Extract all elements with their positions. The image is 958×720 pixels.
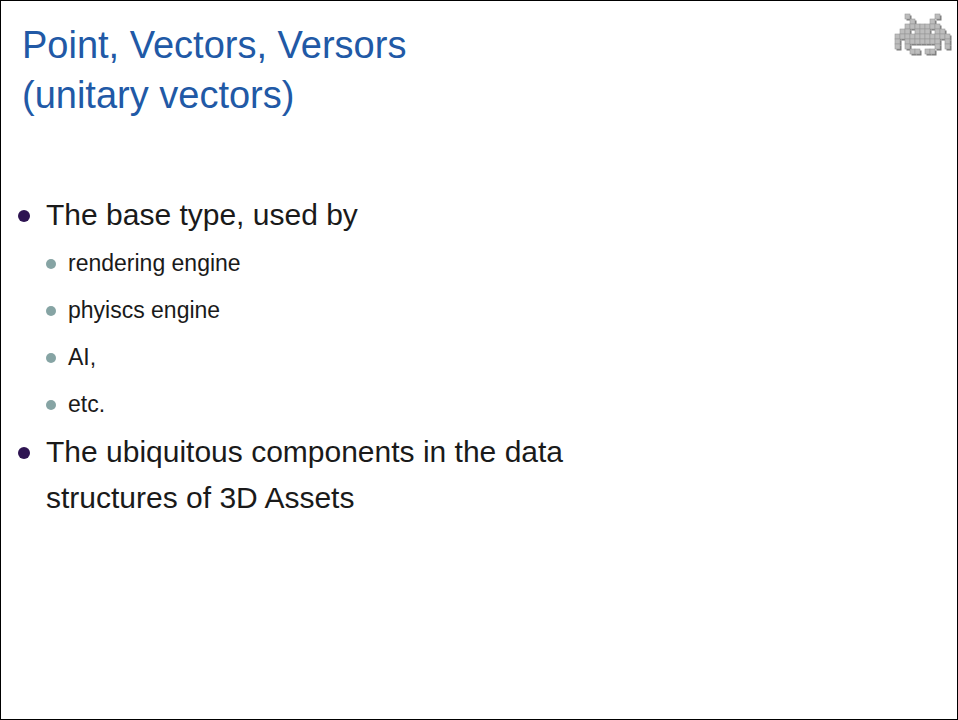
pixel-block xyxy=(905,39,910,44)
pixel-block xyxy=(930,19,935,24)
pixel-block xyxy=(935,44,940,49)
pixel-block xyxy=(930,49,935,54)
sub-bullet-text: rendering engine xyxy=(68,249,888,277)
pixel-block xyxy=(935,24,940,29)
pixel-block xyxy=(935,29,940,34)
sub-bullet-text: AI, xyxy=(68,343,888,371)
pixel-block xyxy=(905,14,910,19)
pixel-block xyxy=(930,34,935,39)
pixel-block xyxy=(895,34,900,39)
pixel-block xyxy=(920,39,925,44)
bullet-dot xyxy=(18,210,30,222)
pixel-block xyxy=(905,24,910,29)
bullet-text: The ubiquitous components in the data st… xyxy=(46,429,646,521)
pixel-block xyxy=(920,29,925,34)
pixel-block xyxy=(905,34,910,39)
bullet-dot xyxy=(46,306,56,316)
pixel-block xyxy=(940,29,945,34)
bullet-dot xyxy=(46,353,56,363)
sub-bullet-text: etc. xyxy=(68,390,888,418)
pixel-block xyxy=(900,29,905,34)
pixel-block xyxy=(915,29,920,34)
bullet-dot xyxy=(18,447,30,459)
pixel-block xyxy=(925,39,930,44)
bullet-dot xyxy=(46,400,56,410)
pixel-block xyxy=(915,24,920,29)
pixel-block xyxy=(945,34,950,39)
pixel-block xyxy=(910,34,915,39)
pixel-block xyxy=(945,44,950,49)
pixel-block xyxy=(910,19,915,24)
pixel-block xyxy=(900,34,905,39)
pixel-block xyxy=(915,34,920,39)
slide-title: Point, Vectors, Versors (unitary vectors… xyxy=(22,20,492,120)
pixel-block xyxy=(910,49,915,54)
bullet-text: The base type, used by xyxy=(46,192,906,238)
pixel-block xyxy=(935,34,940,39)
pixel-block xyxy=(915,39,920,44)
pixel-block xyxy=(895,39,900,44)
pixel-block xyxy=(925,49,930,54)
bullet-dot xyxy=(46,259,56,269)
pixel-block xyxy=(935,14,940,19)
bullet-dots xyxy=(18,210,56,459)
pixel-block xyxy=(905,44,910,49)
pixel-block xyxy=(945,39,950,44)
pixel-block xyxy=(935,39,940,44)
pixel-block xyxy=(930,24,935,29)
pixel-block xyxy=(920,34,925,39)
pixel-block xyxy=(925,29,930,34)
pixel-block xyxy=(915,49,920,54)
pixel-block xyxy=(910,24,915,29)
space-invader-icon xyxy=(895,14,952,56)
pixel-block xyxy=(905,29,910,34)
pixel-block xyxy=(930,39,935,44)
pixel-block xyxy=(910,39,915,44)
pixel-block xyxy=(925,24,930,29)
sub-bullet-text: phyiscs engine xyxy=(68,296,888,324)
pixel-block xyxy=(925,34,930,39)
pixel-block xyxy=(895,44,900,49)
pixel-block xyxy=(940,34,945,39)
pixel-block xyxy=(920,24,925,29)
